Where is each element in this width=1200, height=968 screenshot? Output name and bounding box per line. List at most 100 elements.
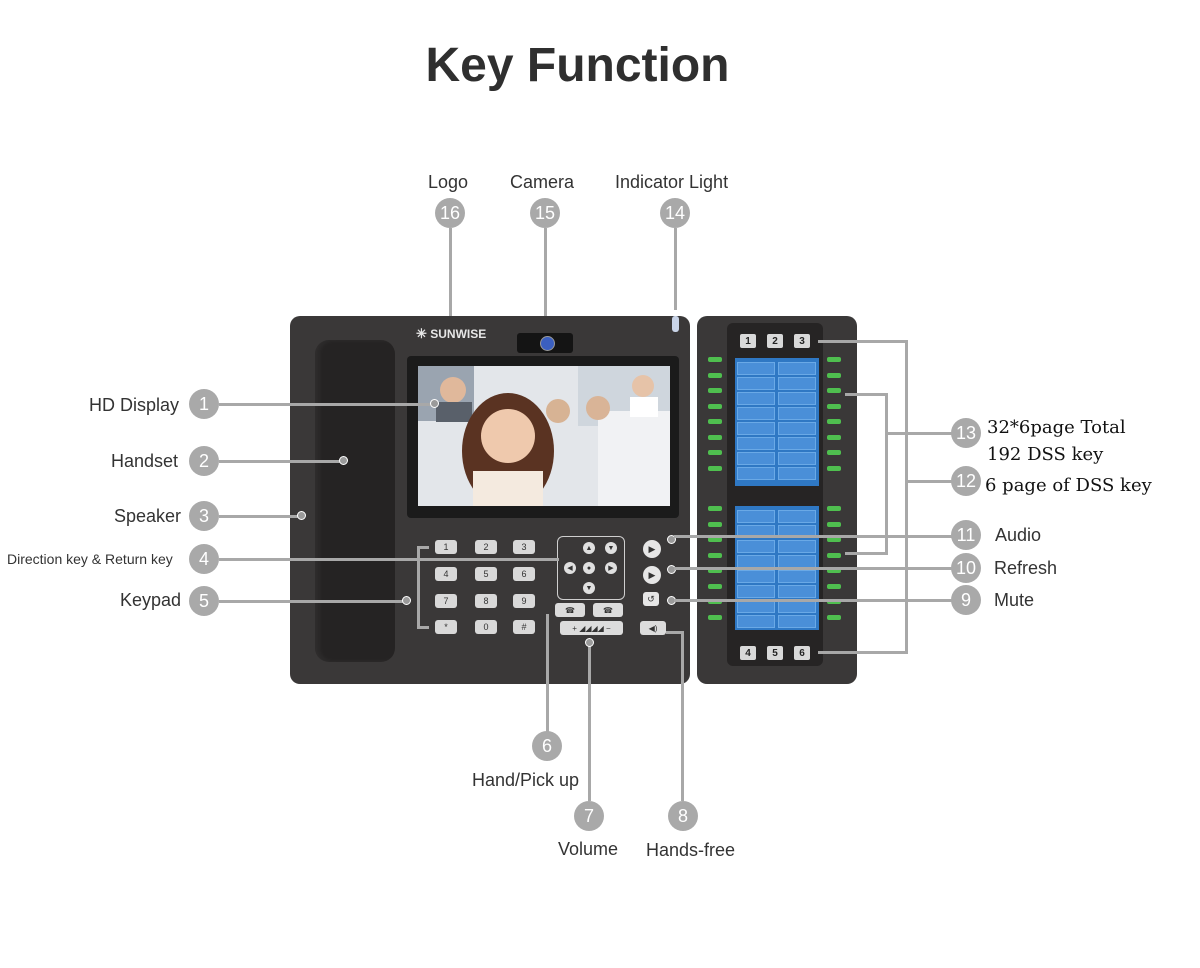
nav-down-alt-icon[interactable]: ▼: [605, 542, 617, 554]
callout-label-6: Hand/Pick up: [472, 770, 580, 790]
callout-number-14: 14: [660, 198, 690, 228]
callout-number-15: 15: [530, 198, 560, 228]
hands-free-key[interactable]: ◀): [640, 621, 666, 635]
callout-label-14: Indicator Light: [615, 172, 729, 192]
refresh-key[interactable]: ▶: [643, 566, 661, 584]
dss-key-cell[interactable]: [737, 437, 775, 450]
dss-led: [827, 450, 841, 455]
mute-key[interactable]: ↺: [643, 592, 659, 606]
dss-led: [827, 521, 841, 527]
leader-dot-7: [585, 638, 594, 647]
dss-led: [708, 506, 722, 511]
keypad-key-4[interactable]: 4: [435, 567, 457, 581]
dss-key-cell[interactable]: [778, 540, 816, 553]
callout-number-8: 8: [668, 801, 698, 831]
keypad-key-7[interactable]: 7: [435, 594, 457, 608]
callout-number-7: 7: [574, 801, 604, 831]
leader-line-11: [674, 535, 952, 538]
audio-key[interactable]: ▶: [643, 540, 661, 558]
dss-key-cell[interactable]: [737, 452, 775, 465]
camera-lens-icon: [540, 336, 555, 351]
dss-key-cell[interactable]: [737, 362, 775, 375]
leader-line-16: [449, 228, 452, 320]
nav-ok-icon[interactable]: ●: [583, 562, 595, 574]
dss-key-cell[interactable]: [737, 392, 775, 405]
dss-key-cell[interactable]: [778, 377, 816, 390]
callout-number-16: 16: [435, 198, 465, 228]
callout-number-5: 5: [189, 586, 219, 616]
keypad-key-9[interactable]: 9: [513, 594, 535, 608]
dss-key-cell[interactable]: [737, 407, 775, 420]
leader-line-7: [588, 641, 591, 801]
hang-up-key[interactable]: ☎: [555, 603, 585, 617]
leader-line-4: [219, 558, 559, 561]
keypad-key-5[interactable]: 5: [475, 567, 497, 581]
nav-down-icon[interactable]: ▼: [583, 582, 595, 594]
callout-label-10: Refresh: [994, 558, 1058, 578]
dss-key-cell[interactable]: [778, 570, 816, 583]
dss-key-cell[interactable]: [737, 422, 775, 435]
nav-right-icon[interactable]: ▶: [605, 562, 617, 574]
leader-dot-2: [339, 456, 348, 465]
dss-led: [827, 506, 841, 511]
dss-key-cell[interactable]: [737, 377, 775, 390]
keypad-key-hash[interactable]: #: [513, 620, 535, 634]
dss-page-key-6[interactable]: 6: [794, 646, 810, 660]
keypad-key-8[interactable]: 8: [475, 594, 497, 608]
dss-page-key-5[interactable]: 5: [767, 646, 783, 660]
handset[interactable]: [315, 340, 395, 662]
keypad-key-0[interactable]: 0: [475, 620, 497, 634]
dss-key-cell[interactable]: [778, 467, 816, 480]
dss-key-cell[interactable]: [737, 570, 775, 583]
dss-led: [708, 614, 722, 620]
bracket-13-top: [818, 340, 908, 343]
dss-page-key-1[interactable]: 1: [740, 334, 756, 348]
volume-slider[interactable]: + ◢◢◢◢ −: [560, 621, 623, 635]
callout-label-9: Mute: [994, 590, 1035, 610]
keypad-key-1[interactable]: 1: [435, 540, 457, 554]
dss-key-cell[interactable]: [778, 437, 816, 450]
keypad-key-3[interactable]: 3: [513, 540, 535, 554]
dss-key-cell[interactable]: [778, 422, 816, 435]
dss-led: [708, 372, 722, 378]
dss-page-key-3[interactable]: 3: [794, 334, 810, 348]
dss-page-key-4[interactable]: 4: [740, 646, 756, 660]
dss-key-cell[interactable]: [737, 510, 775, 523]
hd-display: [418, 366, 670, 506]
keypad-key-6[interactable]: 6: [513, 567, 535, 581]
keypad-key-star[interactable]: *: [435, 620, 457, 634]
dss-key-cell[interactable]: [778, 585, 816, 598]
dss-key-cell[interactable]: [737, 467, 775, 480]
dss-key-cell[interactable]: [737, 615, 775, 628]
leader-line-15: [544, 228, 547, 320]
dss-led: [708, 388, 722, 393]
keypad-bracket-bottom: [417, 626, 429, 629]
indicator-light: [672, 316, 679, 332]
keypad-bracket: [417, 546, 420, 628]
leader-line-3: [219, 515, 299, 518]
direction-pad: [557, 536, 625, 600]
leader-line-1: [219, 403, 433, 406]
dss-page-key-2[interactable]: 2: [767, 334, 783, 348]
dss-key-cell[interactable]: [778, 362, 816, 375]
keypad: 1 2 3 4 5 6 7 8 9 * 0 #: [433, 540, 543, 634]
dss-key-cell[interactable]: [778, 510, 816, 523]
keypad-key-2[interactable]: 2: [475, 540, 497, 554]
dss-key-cell[interactable]: [737, 585, 775, 598]
dss-key-cell[interactable]: [778, 452, 816, 465]
pick-up-key[interactable]: ☎: [593, 603, 623, 617]
callout-number-9: 9: [951, 585, 981, 615]
dss-key-cell[interactable]: [778, 407, 816, 420]
dss-led: [827, 552, 841, 558]
dss-led: [708, 521, 722, 527]
callout-label-13-line2: 192 DSS key: [987, 444, 1104, 465]
dss-key-cell[interactable]: [778, 392, 816, 405]
dss-led: [827, 419, 841, 424]
leader-dot-5: [402, 596, 411, 605]
nav-left-icon[interactable]: ◀: [564, 562, 576, 574]
callout-number-1: 1: [189, 389, 219, 419]
dss-key-cell[interactable]: [778, 615, 816, 628]
dss-key-cell[interactable]: [737, 540, 775, 553]
nav-up-icon[interactable]: ▲: [583, 542, 595, 554]
bracket-12-vertical: [885, 393, 888, 555]
